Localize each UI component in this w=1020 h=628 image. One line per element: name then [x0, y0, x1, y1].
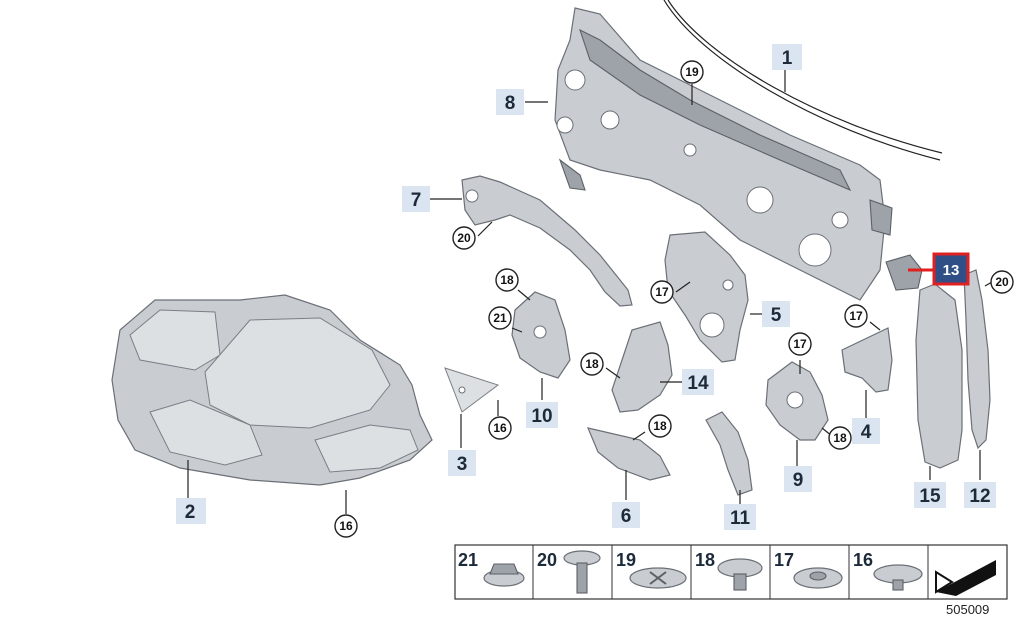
svg-text:2: 2 — [185, 502, 196, 523]
svg-text:21: 21 — [493, 311, 507, 325]
bracket-7[interactable] — [461, 175, 633, 307]
svg-text:10: 10 — [531, 406, 552, 427]
svg-text:7: 7 — [411, 190, 422, 211]
bracket-10[interactable] — [511, 291, 571, 379]
svg-text:14: 14 — [687, 373, 709, 394]
svg-text:18: 18 — [695, 550, 715, 570]
svg-text:15: 15 — [919, 486, 941, 507]
svg-text:4: 4 — [861, 422, 872, 443]
circle-callout-18[interactable]: 18 — [648, 414, 672, 438]
circle-callout-20[interactable]: 20 — [452, 226, 476, 250]
seal-15[interactable] — [885, 254, 963, 469]
svg-text:20: 20 — [995, 275, 1009, 289]
panel-5[interactable] — [664, 231, 749, 363]
circle-callout-16[interactable]: 16 — [488, 416, 512, 440]
callout-9[interactable]: 9 — [784, 466, 812, 492]
callout-11[interactable]: 11 — [724, 504, 756, 530]
callout-14[interactable]: 14 — [682, 369, 714, 395]
callout-7[interactable]: 7 — [402, 186, 430, 212]
circle-callout-16[interactable]: 16 — [334, 514, 358, 538]
svg-text:18: 18 — [653, 419, 667, 433]
plate-3[interactable] — [444, 367, 500, 413]
circle-callout-17[interactable]: 17 — [788, 332, 812, 356]
svg-text:17: 17 — [774, 550, 794, 570]
callout-6[interactable]: 6 — [612, 502, 640, 528]
callout-15[interactable]: 15 — [914, 482, 946, 508]
circle-callout-20[interactable]: 20 — [990, 270, 1014, 294]
circle-callout-19[interactable]: 19 — [680, 60, 704, 84]
circle-callout-18[interactable]: 18 — [580, 352, 604, 376]
svg-text:6: 6 — [621, 506, 632, 527]
svg-text:20: 20 — [537, 550, 557, 570]
svg-text:21: 21 — [458, 550, 478, 570]
callout-2[interactable]: 2 — [176, 498, 206, 524]
callout-8[interactable]: 8 — [496, 89, 524, 115]
legend-item-20[interactable]: 20 — [537, 550, 601, 594]
svg-text:16: 16 — [339, 519, 353, 533]
strip-12[interactable] — [963, 269, 991, 450]
bracket-4[interactable] — [841, 327, 893, 393]
bracket-9[interactable] — [765, 361, 829, 441]
callout-12[interactable]: 12 — [964, 482, 996, 508]
circle-callout-18[interactable]: 18 — [495, 268, 519, 292]
svg-text:9: 9 — [793, 470, 804, 491]
svg-text:20: 20 — [457, 231, 471, 245]
svg-text:18: 18 — [500, 273, 514, 287]
svg-text:16: 16 — [853, 550, 873, 570]
screw-icon — [576, 562, 588, 594]
circle-callout-17[interactable]: 17 — [650, 280, 674, 304]
svg-text:19: 19 — [685, 65, 699, 79]
underbody-shield-2[interactable] — [111, 294, 433, 486]
callout-5[interactable]: 5 — [762, 301, 790, 327]
svg-text:16: 16 — [493, 421, 507, 435]
bracket-11[interactable] — [705, 411, 753, 496]
bracket-6[interactable] — [586, 427, 671, 481]
svg-text:18: 18 — [585, 357, 599, 371]
svg-text:13: 13 — [943, 262, 960, 279]
legend-item-16[interactable]: 16 — [853, 550, 923, 591]
callout-10[interactable]: 10 — [526, 402, 558, 428]
callout-13-highlighted[interactable]: 13 — [932, 252, 970, 286]
svg-text:17: 17 — [793, 337, 807, 351]
callout-1[interactable]: 1 — [772, 44, 802, 70]
legend-item-17[interactable]: 17 — [774, 550, 843, 589]
legend-item-21[interactable]: 21 — [458, 550, 525, 587]
legend-item-18[interactable]: 18 — [695, 550, 763, 591]
svg-text:17: 17 — [849, 309, 863, 323]
nut-icon — [489, 563, 519, 575]
fastener-legend: 21 20 19 18 17 16 — [454, 544, 1008, 600]
svg-text:11: 11 — [730, 508, 751, 529]
direction-arrow-icon — [935, 560, 996, 596]
diagram-code: 505009 — [946, 602, 989, 617]
svg-text:8: 8 — [505, 93, 516, 114]
svg-text:1: 1 — [782, 48, 793, 69]
callout-3[interactable]: 3 — [448, 450, 476, 476]
svg-text:18: 18 — [833, 431, 847, 445]
bulkhead-panel[interactable] — [554, 7, 893, 301]
circle-callout-21[interactable]: 21 — [488, 306, 512, 330]
windshield-seal — [663, 0, 941, 161]
svg-text:17: 17 — [655, 285, 669, 299]
bracket-14[interactable] — [611, 321, 673, 413]
callout-4[interactable]: 4 — [852, 418, 880, 444]
svg-text:12: 12 — [969, 486, 990, 507]
svg-text:5: 5 — [771, 305, 782, 326]
circle-callout-17[interactable]: 17 — [844, 304, 868, 328]
legend-item-19[interactable]: 19 — [616, 550, 687, 589]
circle-callout-18[interactable]: 18 — [828, 426, 852, 450]
svg-text:3: 3 — [457, 454, 468, 475]
svg-text:19: 19 — [616, 550, 636, 570]
